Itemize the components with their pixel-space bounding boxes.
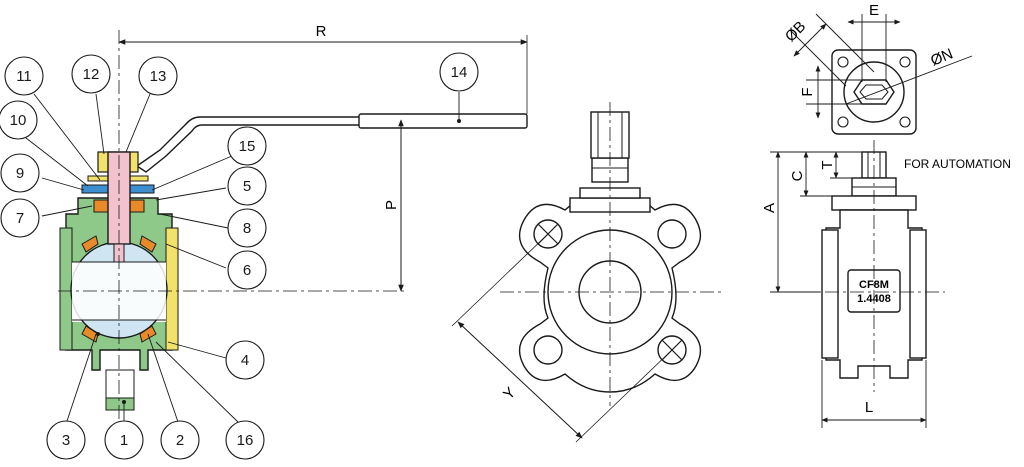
callouts: 11 12 13 14 10 9 7 15 5 8 6 4 3 1 2 16 [0, 52, 479, 460]
callout-16: 16 [237, 432, 254, 449]
dimension-label-T: T [819, 160, 836, 169]
top-hole-4 [899, 116, 911, 128]
callout-5: 5 [243, 178, 251, 195]
stub-end [105, 397, 135, 411]
callout-8: 8 [243, 220, 251, 237]
handle-grip [358, 113, 528, 129]
top-dimensions [789, 13, 973, 119]
callout-2: 2 [176, 432, 184, 449]
dimension-label-P: P [383, 200, 400, 210]
callout-13: 13 [150, 68, 167, 85]
side-centerlines [800, 140, 945, 392]
callout-4: 4 [241, 352, 249, 369]
dimension-label-B: ØB [782, 18, 809, 45]
callout-10: 10 [10, 112, 27, 129]
mounting-stub [105, 369, 135, 399]
seat-top-right [139, 235, 157, 253]
lug-hole-top-right [657, 219, 687, 249]
callout-3: 3 [62, 432, 70, 449]
top-hole-2 [899, 56, 911, 68]
side-end-left [821, 229, 839, 359]
dimension-label-F: F [799, 87, 816, 96]
body-flange-left [59, 227, 73, 351]
side-dimensions [770, 151, 927, 428]
packing-right [129, 199, 145, 213]
dimension-R: R [118, 23, 528, 114]
side-end-right [909, 229, 927, 359]
dimension-label-C: C [789, 170, 806, 181]
callout-9: 9 [16, 165, 24, 182]
top-view [831, 49, 917, 135]
callout-6: 6 [243, 262, 251, 279]
seat-top-left [81, 235, 99, 253]
dimension-label-E: E [869, 2, 879, 19]
dimension-P: P [383, 119, 404, 292]
dimension-label-Y: Y [500, 384, 519, 403]
callout-7: 7 [16, 210, 24, 227]
sectional-view [58, 30, 528, 420]
dimension-label-L: L [865, 399, 873, 416]
callout-1: 1 [120, 432, 128, 449]
dimension-label-R: R [316, 23, 327, 40]
top-hole-3 [837, 116, 849, 128]
leader-dot-14 [457, 119, 461, 123]
callout-15: 15 [239, 138, 256, 155]
dimension-label-N: ØN [928, 45, 955, 69]
callout-14: 14 [451, 64, 468, 81]
lug-hole-bottom-left [533, 335, 563, 365]
dimension-label-A: A [761, 203, 778, 213]
top-hole-1 [837, 56, 849, 68]
packing-left [93, 199, 109, 213]
callout-12: 12 [83, 66, 100, 83]
automation-label: FOR AUTOMATION [904, 157, 1011, 171]
callout-11: 11 [16, 68, 32, 85]
front-centerlines [500, 102, 722, 406]
